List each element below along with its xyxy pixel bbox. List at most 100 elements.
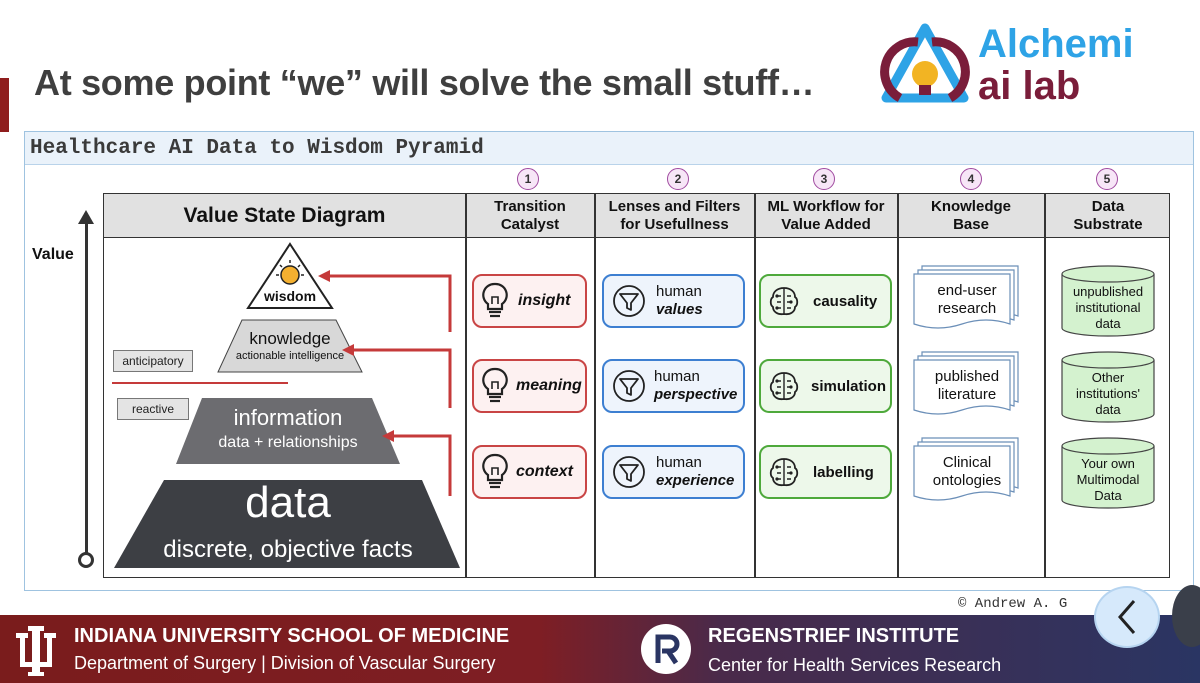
ml-labelling-label: labelling bbox=[813, 463, 874, 481]
substrate-db-unpublished: unpublished institutional data bbox=[1060, 264, 1156, 338]
column-number-5: 5 bbox=[1096, 168, 1118, 190]
substrate-db-other: Other institutions' data bbox=[1060, 350, 1156, 424]
alchemi-logo-line2: ai lab bbox=[978, 64, 1081, 108]
feedback-arrows bbox=[326, 274, 452, 496]
chevron-left-icon bbox=[1118, 600, 1136, 634]
column-divider bbox=[897, 194, 899, 577]
column-title-transition-catalyst: Transition Catalyst bbox=[494, 198, 566, 233]
brain-circuit-icon bbox=[769, 458, 799, 487]
alchemi-logo-mark-icon bbox=[880, 23, 970, 103]
column-divider bbox=[465, 194, 467, 577]
catalyst-card-context: context bbox=[472, 445, 587, 499]
ml-card-labelling: labelling bbox=[759, 445, 892, 499]
column-title-knowledge-base: Knowledge Base bbox=[930, 198, 1011, 233]
knowledge-literature-line2: literature bbox=[937, 386, 997, 403]
column-number-3: 3 bbox=[813, 168, 835, 190]
substrate-unpublished-line2: institutional bbox=[1075, 300, 1141, 315]
ml-card-causality: causality bbox=[759, 274, 892, 328]
lightbulb-icon bbox=[482, 367, 508, 403]
lightbulb-icon bbox=[482, 453, 508, 489]
lens-card-values: human values bbox=[602, 274, 745, 328]
pyramid-data-tier bbox=[114, 480, 460, 568]
catalyst-card-insight: insight bbox=[472, 274, 587, 328]
panel-title: Healthcare AI Data to Wisdom Pyramid bbox=[30, 137, 484, 160]
ml-causality-label: causality bbox=[813, 292, 878, 310]
value-axis-arrow-icon bbox=[78, 210, 94, 224]
footer-iu-title: INDIANA UNIVERSITY SCHOOL OF MEDICINE bbox=[74, 625, 510, 647]
lightbulb-icon bbox=[482, 282, 508, 318]
lens-experience-line1: human bbox=[656, 454, 702, 471]
lens-card-perspective: human perspective bbox=[602, 359, 745, 413]
funnel-icon bbox=[613, 285, 645, 317]
column-title-data-substrate: Data Substrate bbox=[1073, 198, 1143, 233]
database-icon bbox=[1061, 265, 1155, 337]
slide-title: At some point “we” will solve the small … bbox=[34, 62, 815, 103]
pyramid-information-tier bbox=[176, 398, 400, 464]
reactive-tag: reactive bbox=[117, 398, 189, 420]
lens-values-line1: human bbox=[656, 283, 702, 300]
panel-header bbox=[25, 132, 1193, 165]
substrate-unpublished-line1: unpublished bbox=[1072, 284, 1144, 299]
column-divider bbox=[594, 194, 596, 577]
pyramid-knowledge-tier bbox=[217, 319, 363, 373]
knowledge-doc-research: end-user research bbox=[912, 264, 1022, 334]
value-state-diagram-title: Value State Diagram bbox=[183, 204, 386, 227]
pyramid-data-sublabel: discrete, objective facts bbox=[163, 536, 413, 563]
sun-icon bbox=[276, 260, 304, 285]
value-axis-label: Value bbox=[32, 246, 74, 263]
footer-regenstrief-subtitle: Center for Health Services Research bbox=[708, 655, 1002, 675]
lens-experience-line2: experience bbox=[656, 472, 735, 489]
documents-icon bbox=[913, 437, 1019, 501]
knowledge-ontologies-line2: ontologies bbox=[932, 472, 1002, 489]
footer-bar: INDIANA UNIVERSITY SCHOOL OF MEDICINE De… bbox=[0, 615, 1200, 683]
knowledge-doc-ontologies: Clinical ontologies bbox=[912, 436, 1022, 506]
pyramid-graphic bbox=[114, 242, 460, 568]
funnel-icon bbox=[613, 370, 645, 402]
pyramid-data-label: data bbox=[245, 478, 331, 527]
knowledge-research-line2: research bbox=[937, 300, 997, 317]
lens-card-experience: human experience bbox=[602, 445, 745, 499]
value-state-grid: Value State Diagram Transition Catalyst … bbox=[103, 193, 1170, 578]
pyramid-information-label: information bbox=[233, 405, 343, 430]
previous-slide-button[interactable] bbox=[1094, 586, 1160, 648]
column-title-ml-workflow: ML Workflow for Value Added bbox=[767, 198, 885, 233]
database-icon bbox=[1061, 351, 1155, 423]
knowledge-literature-line1: published bbox=[934, 368, 1000, 385]
lens-values-line2: values bbox=[656, 301, 703, 318]
lens-perspective-line1: human bbox=[654, 368, 700, 385]
pyramid-information-sublabel: data + relationships bbox=[218, 434, 358, 451]
ml-simulation-label: simulation bbox=[811, 377, 887, 395]
substrate-db-own: Your own Multimodal Data bbox=[1060, 436, 1156, 510]
pyramid-wisdom-label: wisdom bbox=[263, 288, 317, 304]
catalyst-card-meaning: meaning bbox=[472, 359, 587, 413]
column-divider bbox=[1044, 194, 1046, 577]
substrate-own-line2: Multimodal bbox=[1076, 472, 1140, 487]
feedback-arrowheads bbox=[318, 270, 394, 442]
anticipatory-tag: anticipatory bbox=[113, 350, 193, 372]
footer-iu-subtitle: Department of Surgery | Division of Vasc… bbox=[74, 653, 496, 673]
footer-regenstrief-title: REGENSTRIEF INSTITUTE bbox=[708, 625, 960, 647]
documents-icon bbox=[913, 351, 1019, 415]
column-title-lenses-filters: Lenses and Filters for Usefullness bbox=[608, 198, 741, 233]
pyramid-knowledge-label: knowledge bbox=[249, 329, 331, 348]
title-accent-bar bbox=[0, 78, 9, 132]
catalyst-meaning-label: meaning bbox=[516, 377, 582, 394]
pyramid-knowledge-sublabel: actionable intelligence bbox=[235, 350, 345, 362]
ml-card-simulation: simulation bbox=[759, 359, 892, 413]
substrate-own-line3: Data bbox=[1094, 488, 1122, 503]
substrate-other-line3: data bbox=[1095, 402, 1121, 417]
substrate-unpublished-line3: data bbox=[1095, 316, 1121, 331]
column-number-1: 1 bbox=[517, 168, 539, 190]
column-number-2: 2 bbox=[667, 168, 689, 190]
value-axis-origin-icon bbox=[78, 552, 94, 568]
grid-header-row bbox=[104, 194, 1169, 238]
next-slide-button[interactable] bbox=[1172, 585, 1200, 647]
funnel-icon bbox=[613, 456, 645, 488]
knowledge-ontologies-line1: Clinical bbox=[942, 454, 992, 471]
substrate-other-line1: Other bbox=[1091, 370, 1125, 385]
substrate-own-line1: Your own bbox=[1081, 456, 1135, 471]
knowledge-research-line1: end-user bbox=[937, 282, 997, 299]
column-number-4: 4 bbox=[960, 168, 982, 190]
copyright-text-start: © Andrew A. G bbox=[958, 596, 1068, 612]
proactive-reactive-divider bbox=[112, 382, 288, 384]
